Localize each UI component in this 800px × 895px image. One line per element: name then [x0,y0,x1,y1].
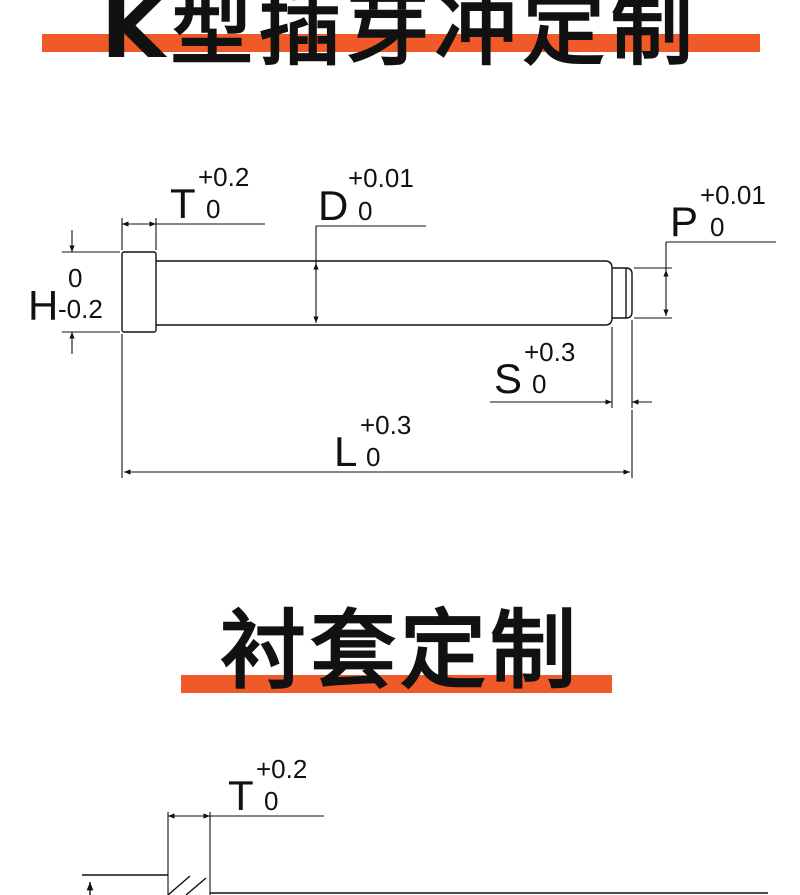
svg-text:+0.3: +0.3 [524,337,575,367]
svg-text:+0.2: +0.2 [256,754,307,784]
bushing-drawing [82,874,768,895]
dim-label-L: L +0.3 0 [334,410,411,475]
svg-text:L: L [334,428,357,475]
dim-label-D: D +0.01 0 [318,163,414,229]
svg-text:+0.2: +0.2 [198,162,249,192]
title-underline-bar-1 [42,34,760,52]
svg-text:+0.01: +0.01 [700,180,766,210]
bushing-dim-label-T: T +0.2 0 [228,754,307,819]
svg-text:0: 0 [264,786,278,816]
punch-dimension-lines [62,218,776,478]
section-title-bushing: 衬套定制 [220,601,580,701]
dim-label-P: P +0.01 0 [670,180,766,245]
svg-text:0: 0 [206,194,220,224]
dim-label-T: T +0.2 0 [170,162,249,227]
punch-tip [612,267,633,319]
svg-text:S: S [494,355,522,402]
section-title-punch: K型插芽冲定制 [101,0,699,77]
svg-text:T: T [170,180,196,227]
punch-shank [156,260,613,326]
svg-text:+0.01: +0.01 [348,163,414,193]
svg-text:0: 0 [358,196,372,226]
punch-head [121,251,157,333]
svg-text:0: 0 [532,369,546,399]
svg-text:0: 0 [710,212,724,242]
svg-text:0: 0 [68,263,82,293]
svg-text:H: H [28,282,58,329]
svg-text:-0.2: -0.2 [58,294,103,324]
dim-label-S: S +0.3 0 [494,337,575,402]
dim-label-H: H 0 -0.2 [28,263,103,329]
punch-drawing [121,251,633,333]
svg-text:0: 0 [366,442,380,472]
bushing-dimension-lines [167,812,324,895]
svg-text:+0.3: +0.3 [360,410,411,440]
svg-text:P: P [670,198,698,245]
title-underline-bar-2 [181,675,612,693]
svg-text:T: T [228,772,254,819]
svg-text:D: D [318,182,348,229]
